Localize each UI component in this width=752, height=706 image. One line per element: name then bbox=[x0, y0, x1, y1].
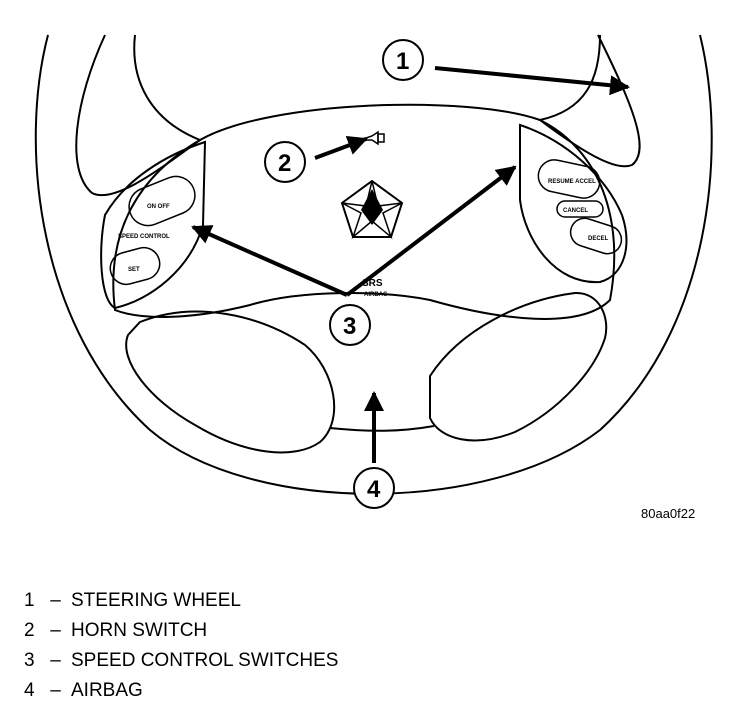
decel-button[interactable] bbox=[567, 215, 625, 258]
figure-id: 80aa0f22 bbox=[641, 506, 696, 521]
callout-4: 4 bbox=[353, 391, 395, 509]
set-label: SET bbox=[128, 267, 140, 273]
hub-lower-edge bbox=[329, 425, 435, 432]
legend-text: HORN SWITCH bbox=[71, 620, 208, 641]
legend-item: 2 – HORN SWITCH bbox=[24, 616, 338, 646]
callout-4-number: 4 bbox=[367, 476, 381, 503]
callout-3: 3 bbox=[191, 165, 517, 346]
left-switch-pod bbox=[100, 140, 207, 310]
legend-item: 1 – STEERING WHEEL bbox=[24, 586, 338, 616]
legend-number: 2 bbox=[24, 620, 35, 641]
srs-sublabel: AIRBAG bbox=[364, 292, 388, 298]
legend-dash: – bbox=[50, 650, 61, 671]
hub-outline bbox=[112, 103, 616, 320]
upper-left-grip bbox=[75, 34, 203, 196]
pentastar-logo-icon bbox=[340, 179, 404, 240]
decel-label: DECEL bbox=[588, 236, 609, 242]
callout-1-number: 1 bbox=[396, 48, 409, 75]
srs-label: SRS bbox=[362, 278, 383, 289]
legend-item: 4 – AIRBAG bbox=[24, 676, 338, 706]
resume-accel-button[interactable] bbox=[535, 157, 602, 201]
lower-right-grip bbox=[429, 291, 608, 442]
cancel-button[interactable] bbox=[556, 200, 604, 218]
legend-text: AIRBAG bbox=[71, 680, 143, 701]
legend-number: 3 bbox=[24, 650, 35, 671]
legend-number: 4 bbox=[24, 680, 35, 701]
upper-right-grip bbox=[537, 34, 641, 168]
callout-2-number: 2 bbox=[278, 150, 291, 177]
legend-text: SPEED CONTROL SWITCHES bbox=[71, 650, 339, 671]
legend-dash: – bbox=[50, 590, 61, 611]
set-button[interactable] bbox=[107, 244, 164, 288]
steering-wheel-diagram: ON OFF SPEED CONTROL SET RESUME ACCEL CA… bbox=[34, 34, 713, 509]
lower-left-grip bbox=[125, 310, 336, 454]
callout-3-number: 3 bbox=[343, 313, 356, 340]
legend: 1 – STEERING WHEEL 2 – HORN SWITCH 3 – S… bbox=[24, 586, 338, 706]
legend-dash: – bbox=[50, 680, 61, 701]
resume-accel-label: RESUME ACCEL bbox=[548, 179, 596, 185]
speed-control-label: SPEED CONTROL bbox=[118, 234, 170, 240]
legend-item: 3 – SPEED CONTROL SWITCHES bbox=[24, 646, 338, 676]
on-off-button[interactable] bbox=[123, 171, 200, 232]
on-off-label: ON OFF bbox=[147, 204, 170, 210]
callout-1: 1 bbox=[382, 39, 630, 96]
right-switch-pod bbox=[519, 123, 628, 284]
legend-dash: – bbox=[50, 620, 61, 641]
legend-number: 1 bbox=[24, 590, 35, 611]
legend-text: STEERING WHEEL bbox=[71, 590, 241, 611]
cancel-label: CANCEL bbox=[563, 208, 588, 214]
horn-icon bbox=[365, 130, 385, 146]
callout-2: 2 bbox=[264, 135, 368, 183]
